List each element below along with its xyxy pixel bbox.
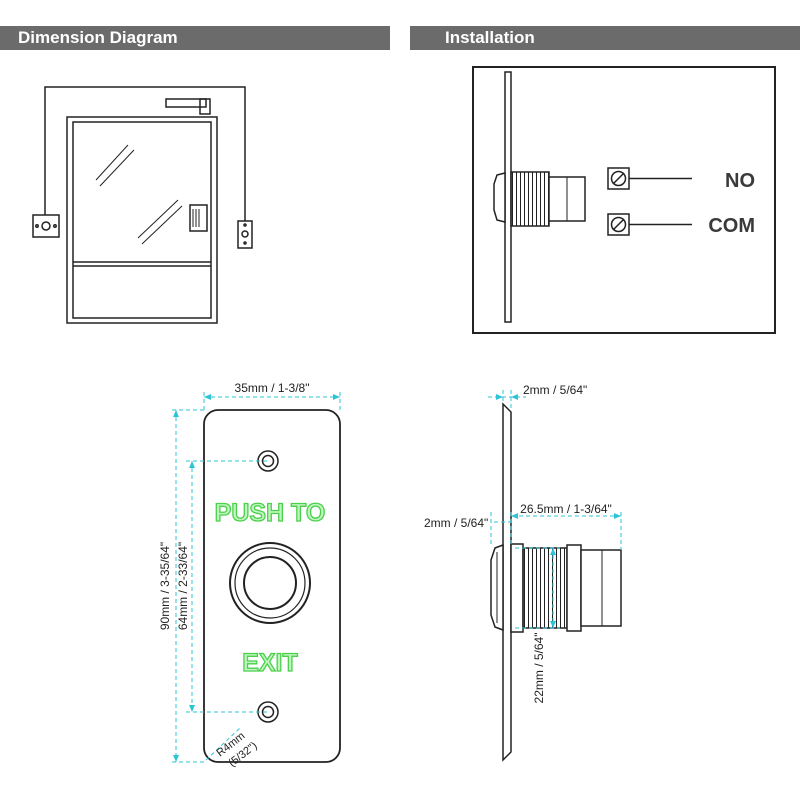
dim-plate-thickness-label: 2mm / 5/64" — [523, 383, 587, 397]
dim-hole-spacing-label: 64mm / 2-33/64" — [176, 542, 190, 630]
header-bar-installation: Installation — [410, 26, 800, 50]
front-dimension-arrows — [173, 394, 340, 762]
dim-body-length-label: 26.5mm / 1-3/64" — [520, 502, 612, 516]
header-title-installation: Installation — [445, 28, 535, 47]
terminal-com-screw — [607, 213, 692, 236]
side-view — [490, 402, 622, 762]
dim-width-label: 35mm / 1-3/8" — [235, 381, 310, 395]
header-bar-dimension: Dimension Diagram — [0, 26, 390, 50]
dim-height-label: 90mm / 3-35/64" — [158, 542, 172, 630]
push-button-cap — [243, 556, 297, 610]
terminal-com-label: COM — [708, 215, 755, 237]
installation-panel: NO COM — [472, 66, 776, 334]
faceplate-front-view: PUSH TO EXIT — [203, 409, 341, 763]
header-title-dimension: Dimension Diagram — [18, 28, 178, 47]
dim-body-diameter-label: 22mm / 5/64" — [532, 633, 546, 704]
dim-collar-thickness-label: 2mm / 5/64" — [424, 516, 488, 530]
terminal-no-screw — [607, 167, 692, 190]
faceplate-text-push-to: PUSH TO — [215, 499, 326, 527]
door-illustration — [32, 86, 253, 324]
front-dimension-lines — [172, 392, 341, 763]
terminal-no-label: NO — [725, 170, 755, 192]
faceplate-text-exit: EXIT — [242, 649, 298, 677]
side-dimension-arrows — [496, 394, 621, 628]
